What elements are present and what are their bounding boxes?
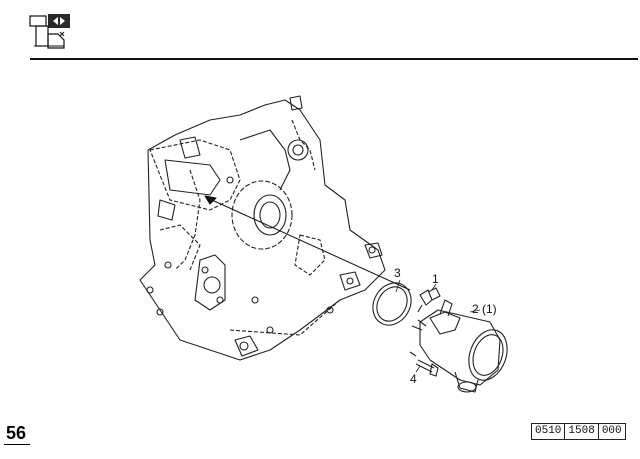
engine-timing-cover-section-icon	[29, 14, 70, 49]
callout-part-2: 2 (1)	[472, 302, 497, 316]
axis-arrowhead	[204, 195, 217, 205]
reference-code-box: 0510 1508 000	[531, 423, 626, 440]
reference-code-part-2: 1508	[564, 424, 597, 439]
part-3-o-ring	[372, 282, 412, 326]
page-number: 56	[6, 423, 27, 443]
header-rule	[30, 58, 638, 60]
leader-4	[415, 365, 421, 373]
callout-part-3: 3	[394, 266, 401, 280]
reference-code-part-1: 0510	[535, 425, 562, 437]
part-2-cylinder-housing	[411, 299, 508, 393]
callout-part-1: 1	[432, 272, 439, 286]
reference-code-part-3: 000	[597, 424, 625, 439]
page-number-rule	[4, 444, 30, 445]
assembly-axis-line	[211, 199, 411, 291]
part-1-clip	[417, 287, 441, 313]
part-4-bolt	[409, 351, 439, 377]
timing-cover-housing	[139, 95, 386, 361]
leader-1	[431, 283, 437, 291]
callout-part-4: 4	[410, 372, 417, 386]
leader-2	[469, 309, 481, 313]
leader-3	[395, 279, 401, 293]
